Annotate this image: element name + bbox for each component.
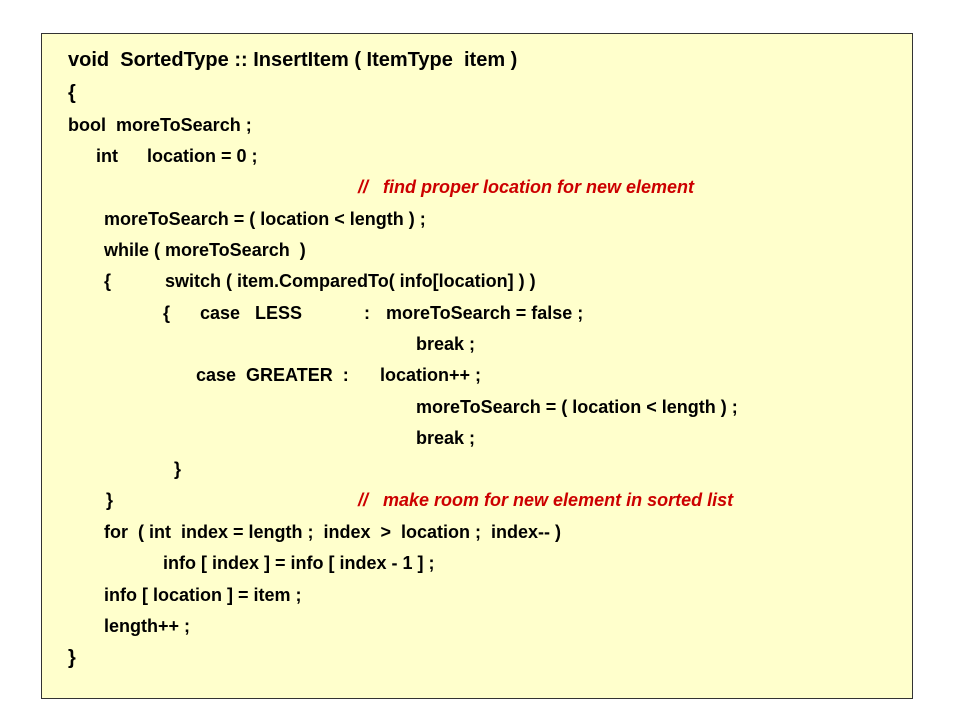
- int-declaration: location = 0 ;: [147, 146, 258, 166]
- for-statement: for ( int index = length ; index > locat…: [104, 522, 562, 542]
- comment-make-room: // make room for new element in sorted l…: [358, 490, 734, 510]
- switch-close-brace: }: [174, 459, 182, 479]
- case-greater-action: location++ ;: [380, 365, 482, 385]
- while-open-brace: {: [104, 271, 112, 291]
- case-less-action: moreToSearch = false ;: [386, 303, 584, 323]
- break-statement-2: break ;: [416, 428, 476, 448]
- switch-statement: switch ( item.ComparedTo( info[location]…: [165, 271, 536, 291]
- assign-item: info [ location ] = item ;: [104, 585, 302, 605]
- length-increment: length++ ;: [104, 616, 191, 636]
- case-greater-label: case GREATER :: [196, 365, 349, 385]
- more-to-search-assign: moreToSearch = ( location < length ) ;: [104, 209, 426, 229]
- case-less-colon: :: [364, 303, 370, 323]
- bool-declaration: bool moreToSearch ;: [68, 115, 252, 135]
- close-brace: }: [68, 647, 76, 669]
- int-keyword: int: [96, 146, 118, 166]
- break-statement-1: break ;: [416, 334, 476, 354]
- while-statement: while ( moreToSearch ): [104, 240, 306, 260]
- shift-element: info [ index ] = info [ index - 1 ] ;: [163, 553, 435, 573]
- function-signature: void SortedType :: InsertItem ( ItemType…: [68, 49, 518, 71]
- switch-open-brace: {: [163, 303, 171, 323]
- while-close-brace: }: [106, 490, 114, 510]
- comment-find-location: // find proper location for new element: [358, 177, 695, 197]
- more-to-search-update: moreToSearch = ( location < length ) ;: [416, 397, 738, 417]
- code-box: [41, 33, 913, 699]
- case-less-label: case LESS: [200, 303, 303, 323]
- open-brace: {: [68, 82, 76, 104]
